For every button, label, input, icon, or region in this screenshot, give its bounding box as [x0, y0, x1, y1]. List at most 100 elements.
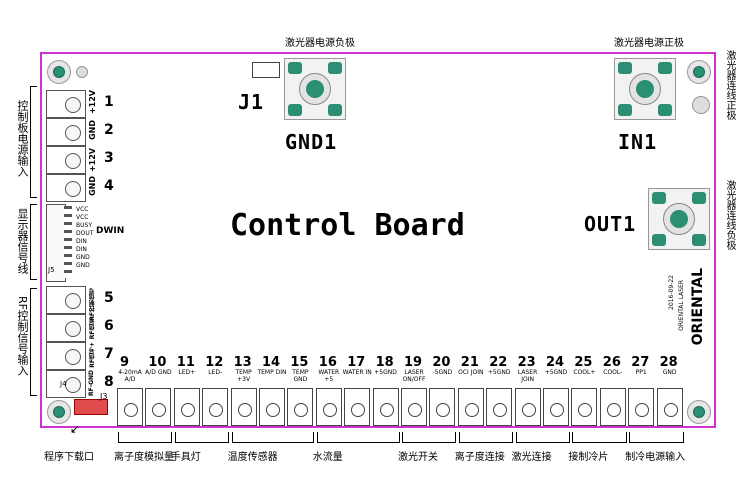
rf-pin-num: 6 [104, 318, 114, 334]
bottom-pin-num: 28 [659, 355, 678, 370]
bottom-pin-num: 19 [404, 355, 423, 370]
group-bracket [316, 432, 400, 443]
small-hole-right [692, 96, 710, 114]
bottom-terminal-slot [287, 388, 314, 426]
rf-pin-num: 5 [104, 290, 114, 306]
j3-label: J3 [100, 392, 108, 401]
bottom-terminal-slot [401, 388, 427, 426]
mount-hole-br [687, 400, 711, 424]
bottom-pin-label: A/D GND [145, 369, 172, 376]
bottom-terminal-slot [202, 388, 229, 426]
bottom-terminal-slot [259, 388, 285, 426]
display-signal-label: 显示器信号线 [16, 208, 29, 274]
bottom-pin-num: 20 [432, 355, 451, 370]
rf-terminal-7 [46, 342, 86, 370]
bottom-terminal-slot [457, 388, 484, 426]
group-label: 温度传感器 [227, 452, 278, 463]
bottom-pin-label: GND [662, 369, 677, 376]
group-bracket [458, 432, 514, 443]
gnd1-label: GND1 [285, 130, 338, 154]
out1-terminal [648, 188, 710, 250]
j5-label: J5 [48, 266, 55, 274]
program-download-label: 程序下载口 [44, 452, 94, 463]
bottom-terminal-slot [543, 388, 569, 426]
j5-pins [64, 206, 72, 278]
bottom-terminal-slot [571, 388, 598, 426]
bottom-pin-label: TEMP +3V [235, 369, 252, 383]
dwin-pin: BUSY [76, 222, 92, 229]
bottom-terminal-slot [145, 388, 172, 426]
dwin-pin: VCC [76, 214, 89, 221]
bottom-pin-num: 10 [148, 355, 167, 370]
group-bracket [402, 432, 457, 443]
power-pin-num: 3 [104, 150, 114, 166]
rf-input-label: RF控制信号输入 [16, 296, 29, 376]
mount-hole-tr [687, 60, 711, 84]
dwin-pin: GND [76, 262, 90, 269]
group-label: 离子度连接 [454, 452, 505, 463]
group-label: 手具灯 [170, 452, 201, 463]
bottom-pin-num: 21 [460, 355, 479, 370]
rf-terminal-6 [46, 314, 86, 342]
cable-neg-label: 激光器连线负极 [724, 180, 735, 250]
bottom-terminal-slot [514, 388, 541, 426]
bottom-pin-label: +5GND [487, 369, 511, 376]
bottom-terminal-slot [315, 388, 342, 426]
power-terminal-2 [46, 118, 86, 146]
dwin-pin: DOUT [76, 230, 94, 237]
rf-pin-num: 8 [104, 374, 114, 390]
group-label: 水流量 [312, 452, 343, 463]
bottom-pin-label: LASER ON/OFF [402, 369, 426, 383]
j1-label: J1 [238, 90, 265, 114]
bottom-terminal-slot [599, 388, 626, 426]
dwin-label: DWIN [96, 226, 125, 236]
power-pin-label: +12V [88, 90, 97, 115]
mount-hole-tl [47, 60, 71, 84]
group-label: 制冷电源输入 [625, 452, 686, 463]
bottom-pin-num: 17 [347, 355, 366, 370]
cable-pos-label: 激光器连线正极 [724, 50, 735, 120]
rf-terminal-5 [46, 286, 86, 314]
dwin-pin: VCC [76, 206, 89, 213]
bottom-pin-label: -5GND [432, 369, 453, 376]
bottom-pin-label: LED- [208, 369, 223, 376]
power-pin-num: 1 [104, 94, 114, 110]
brand-logo: ORIENTAL [690, 268, 706, 346]
power-input-label: 控制板电源输入 [16, 100, 29, 177]
in1-label: IN1 [618, 130, 658, 154]
j1-connector [252, 62, 280, 78]
power-pin-num: 2 [104, 122, 114, 138]
bottom-pin-label: WATER +5 [318, 369, 340, 383]
gnd1-terminal [284, 58, 346, 120]
j4-label: J4 [60, 380, 67, 388]
dwin-pin: GND [76, 254, 90, 261]
power-pin-num: 4 [104, 178, 114, 194]
bottom-pin-label: LASER JOIN [517, 369, 538, 383]
bottom-pin-label: PP1 [635, 369, 647, 376]
rf-bracket [30, 288, 37, 396]
rf-pin-label: RF信号- [89, 316, 96, 340]
dwin-pin: DIN [76, 238, 87, 245]
bottom-terminal-slot [656, 388, 683, 426]
power-pin-label: +12V [88, 148, 97, 173]
power-terminal-3 [46, 146, 86, 174]
rf-pin-label: RF-GND [88, 370, 95, 396]
bottom-pin-num: 14 [262, 355, 281, 370]
bottom-pin-label: WATER IN [342, 369, 372, 376]
rf-terminal-8 [46, 370, 86, 398]
group-label: 接制冷片 [568, 452, 609, 463]
bottom-pin-num: 27 [631, 355, 650, 370]
bottom-pin-num: 22 [489, 355, 508, 370]
bottom-pin-num: 12 [205, 355, 224, 370]
board-outline [40, 52, 716, 428]
power-pin-label: GND [88, 176, 97, 196]
program-download-port [74, 399, 108, 415]
bottom-pin-label: TEMP DIN [257, 369, 287, 376]
small-hole [76, 66, 88, 78]
power-terminal-1 [46, 90, 86, 118]
bottom-terminal-slot [173, 388, 200, 426]
in1-terminal [614, 58, 676, 120]
laser-pos-label: 激光器电源正极 [614, 38, 684, 49]
bottom-pin-num: 11 [176, 355, 195, 370]
bottom-pin-num: 13 [233, 355, 252, 370]
